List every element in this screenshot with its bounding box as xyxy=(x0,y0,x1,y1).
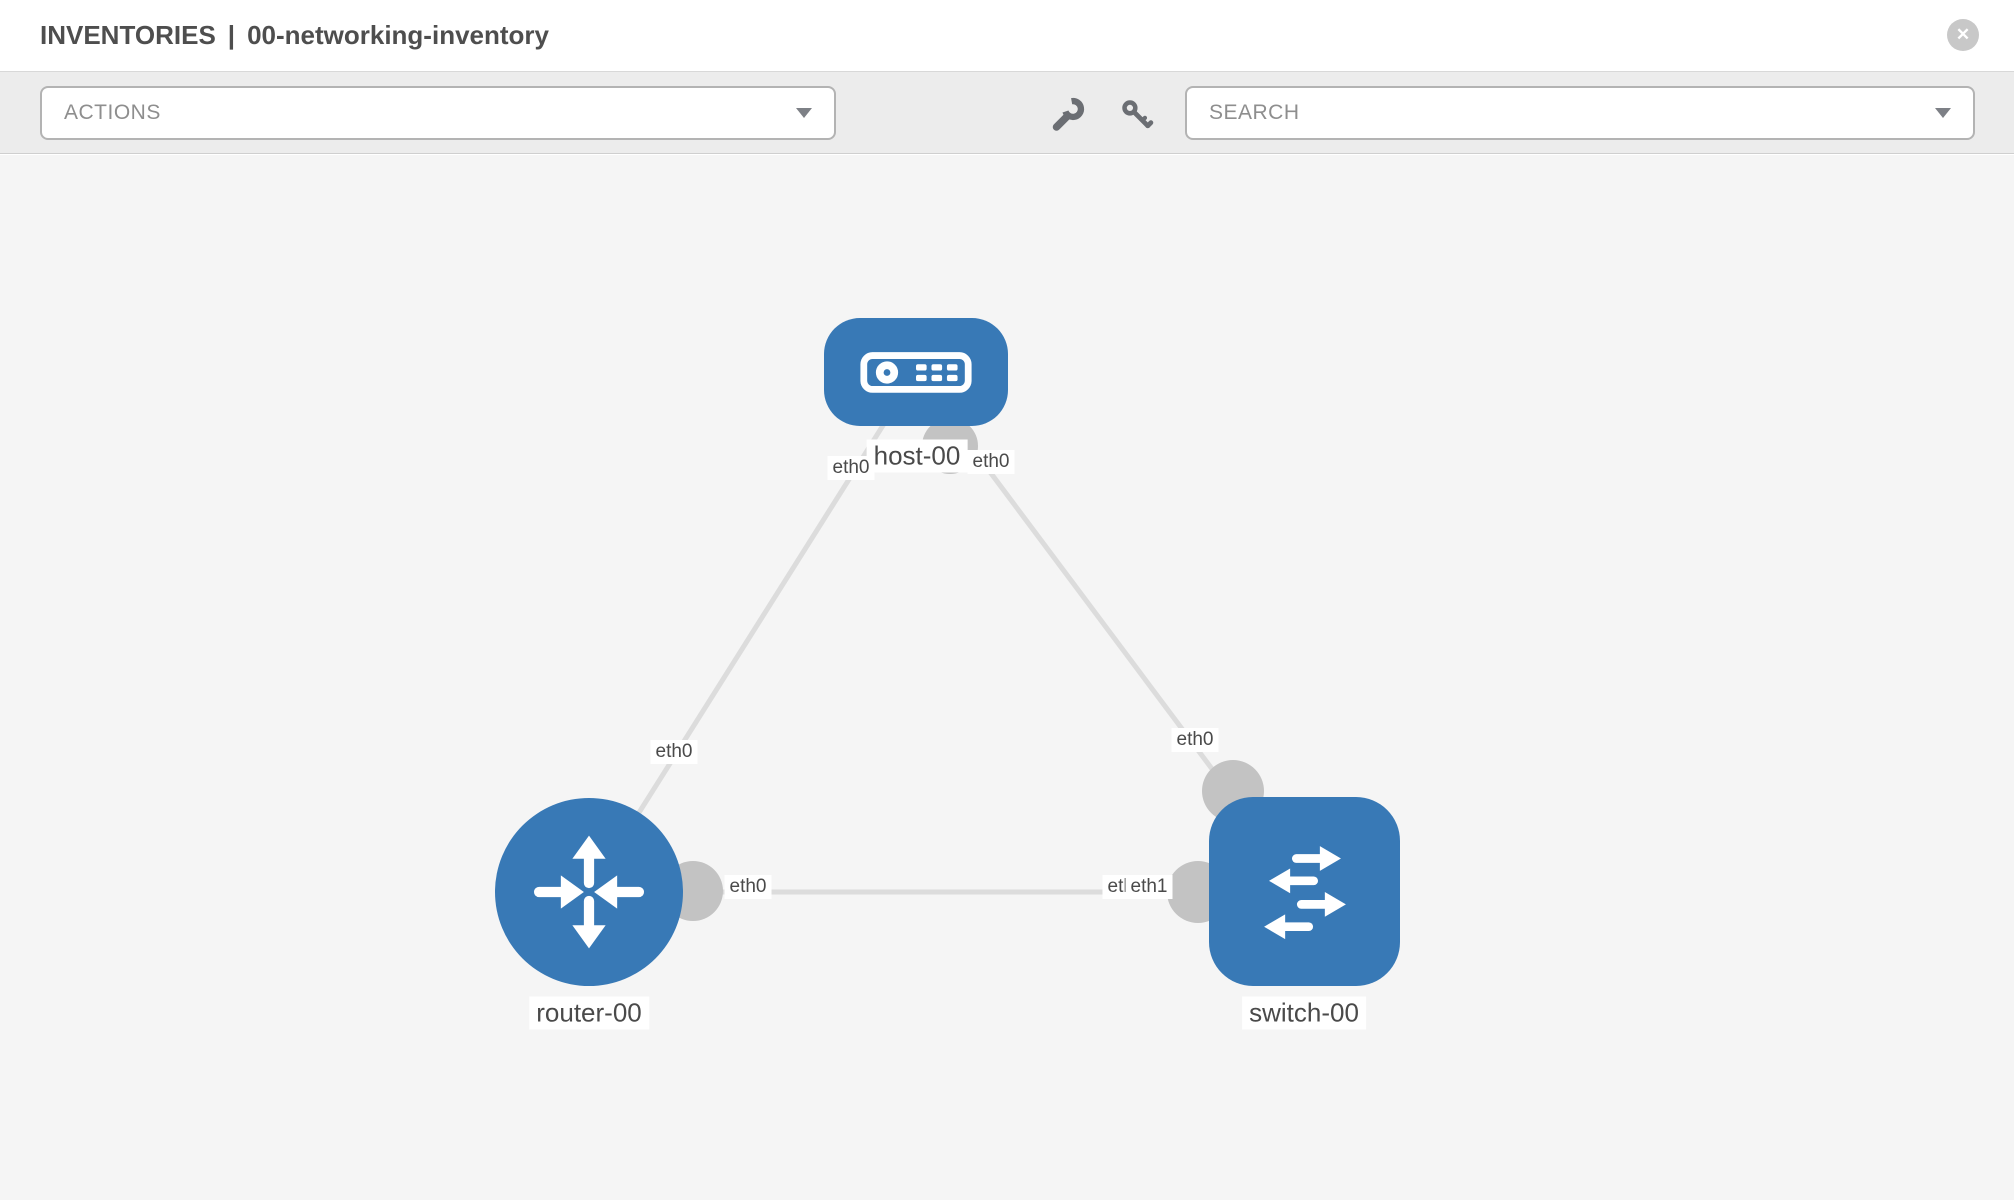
node-router-00[interactable] xyxy=(495,798,683,986)
close-icon: ✕ xyxy=(1955,25,1971,44)
actions-dropdown-label: ACTIONS xyxy=(64,101,161,124)
interface-label: eth0 xyxy=(827,456,875,480)
close-button[interactable]: ✕ xyxy=(1947,19,1979,51)
toolbar: ACTIONS SEARCH xyxy=(0,71,2014,154)
chevron-down-icon xyxy=(796,108,812,118)
search-dropdown-label: SEARCH xyxy=(1209,101,1300,124)
node-switch-00[interactable] xyxy=(1209,797,1400,986)
host-icon xyxy=(860,352,972,393)
page-title-section: INVENTORIES xyxy=(40,20,216,50)
configure-tools-button[interactable] xyxy=(1046,94,1088,136)
page-title-separator: | xyxy=(227,20,236,50)
page-title-inventory-name: 00-networking-inventory xyxy=(247,20,549,50)
wrench-icon xyxy=(1052,97,1085,131)
topology-links-layer xyxy=(586,371,1307,923)
interface-label: eth0 xyxy=(650,740,698,764)
credentials-key-button[interactable] xyxy=(1116,94,1158,136)
node-label-switch: switch-00 xyxy=(1242,996,1366,1030)
search-dropdown[interactable]: SEARCH xyxy=(1185,86,1975,140)
interface-label: eth0 xyxy=(967,450,1015,474)
node-label-host: host-00 xyxy=(866,439,968,473)
switch-icon xyxy=(1263,845,1346,939)
interface-label: eth0 xyxy=(724,875,772,899)
page-title: INVENTORIES | 00-networking-inventory xyxy=(40,0,549,71)
interface-label: eth1 xyxy=(1125,875,1173,899)
interface-label: eth0 xyxy=(1171,728,1219,752)
topology-canvas[interactable]: host-00 router-00 switch-00 eth0 eth0 et… xyxy=(0,155,2014,1200)
key-icon xyxy=(1122,100,1154,129)
title-bar: INVENTORIES | 00-networking-inventory ✕ xyxy=(0,0,2014,71)
router-icon xyxy=(533,835,645,949)
chevron-down-icon xyxy=(1935,108,1951,118)
node-label-router: router-00 xyxy=(529,996,649,1030)
node-host-00[interactable] xyxy=(824,318,1008,426)
actions-dropdown[interactable]: ACTIONS xyxy=(40,86,836,140)
